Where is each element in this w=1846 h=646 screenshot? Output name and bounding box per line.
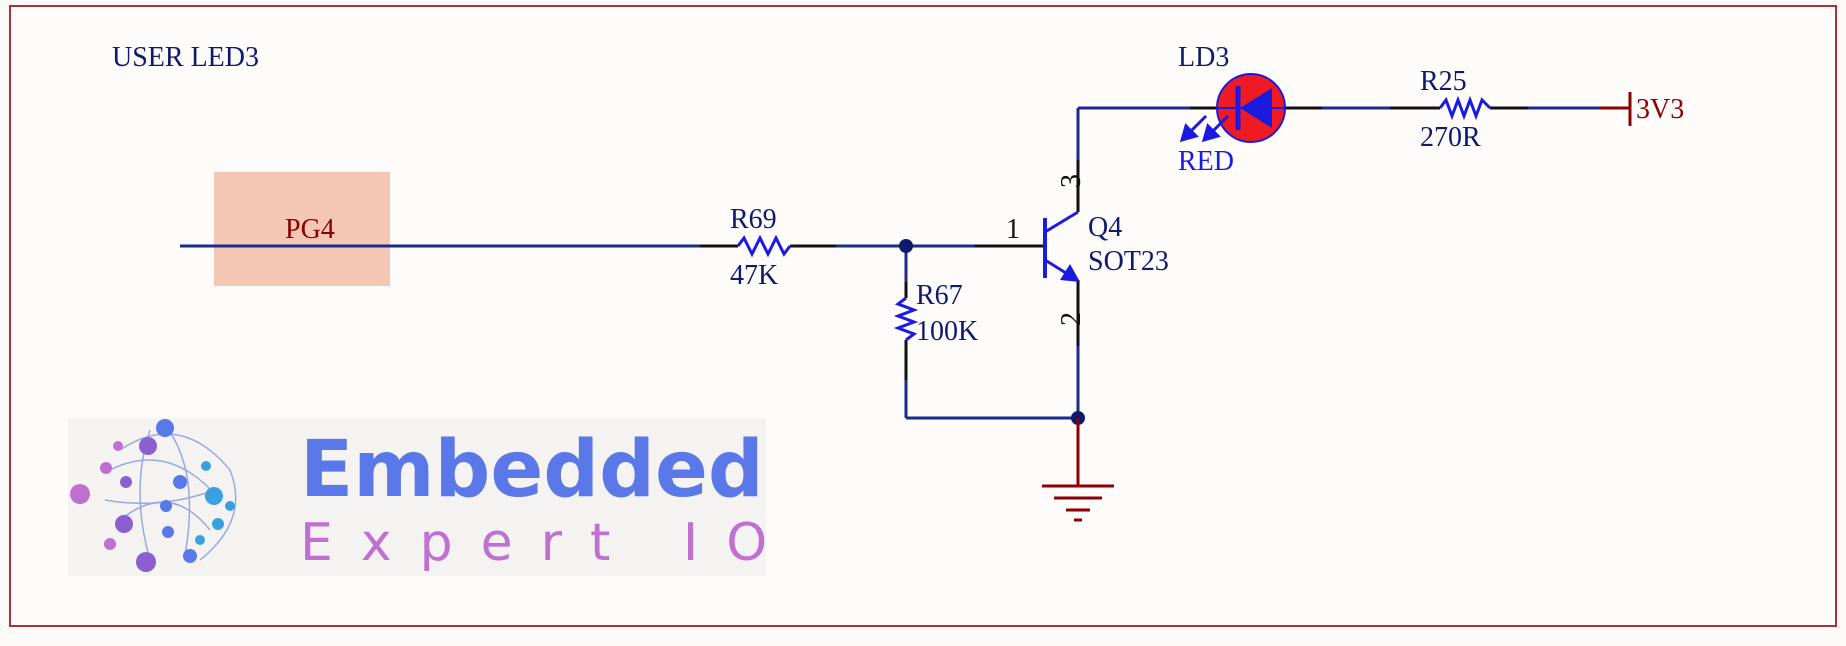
schematic-title: USER LED3	[112, 42, 259, 73]
power-label: 3V3	[1636, 94, 1684, 125]
junction-base	[899, 239, 913, 253]
ld3-color-label: RED	[1178, 146, 1234, 177]
ld3-arrow-2-head	[1201, 123, 1221, 143]
ld3-designator: LD3	[1178, 42, 1229, 73]
logo-mark-icon	[70, 419, 237, 572]
q4-pin-collector-number: 3	[1056, 174, 1087, 188]
logo-text-secondary: Expert IO	[300, 513, 795, 573]
r25-resistor-symbol[interactable]	[1438, 95, 1492, 121]
r69-designator: R69	[730, 204, 777, 235]
pin-stubs	[700, 106, 1528, 380]
r69-value: 47K	[730, 260, 778, 291]
q4-package: SOT23	[1088, 246, 1169, 277]
r67-designator: R67	[916, 280, 963, 311]
ld3-emission-arrows	[1179, 114, 1230, 143]
q4-designator: Q4	[1088, 212, 1122, 243]
q4-transistor-symbol[interactable]	[1043, 210, 1080, 282]
net-label-pg4[interactable]: PG4	[285, 214, 335, 245]
logo-text-primary: Embedded	[300, 425, 764, 515]
logo: Embedded Expert IO	[68, 418, 795, 576]
logo-background	[68, 418, 766, 576]
r25-value: 270R	[1420, 122, 1481, 153]
r25-designator: R25	[1420, 66, 1467, 97]
ground-icon[interactable]	[1042, 418, 1114, 522]
q4-collector-line	[1044, 210, 1079, 234]
q4-pin-emitter-number: 2	[1056, 312, 1087, 326]
q4-pin-base-number: 1	[1006, 214, 1020, 245]
ld3-arrow-1-head	[1179, 123, 1199, 143]
r67-value: 100K	[916, 316, 978, 347]
r67-resistor-symbol[interactable]	[893, 296, 919, 342]
net-highlight	[214, 172, 390, 286]
ld3-led-symbol[interactable]	[1216, 73, 1286, 143]
r69-resistor-symbol[interactable]	[736, 234, 792, 258]
q4-emitter-arrow	[1060, 264, 1080, 282]
power-port-3v3[interactable]	[1600, 92, 1632, 126]
